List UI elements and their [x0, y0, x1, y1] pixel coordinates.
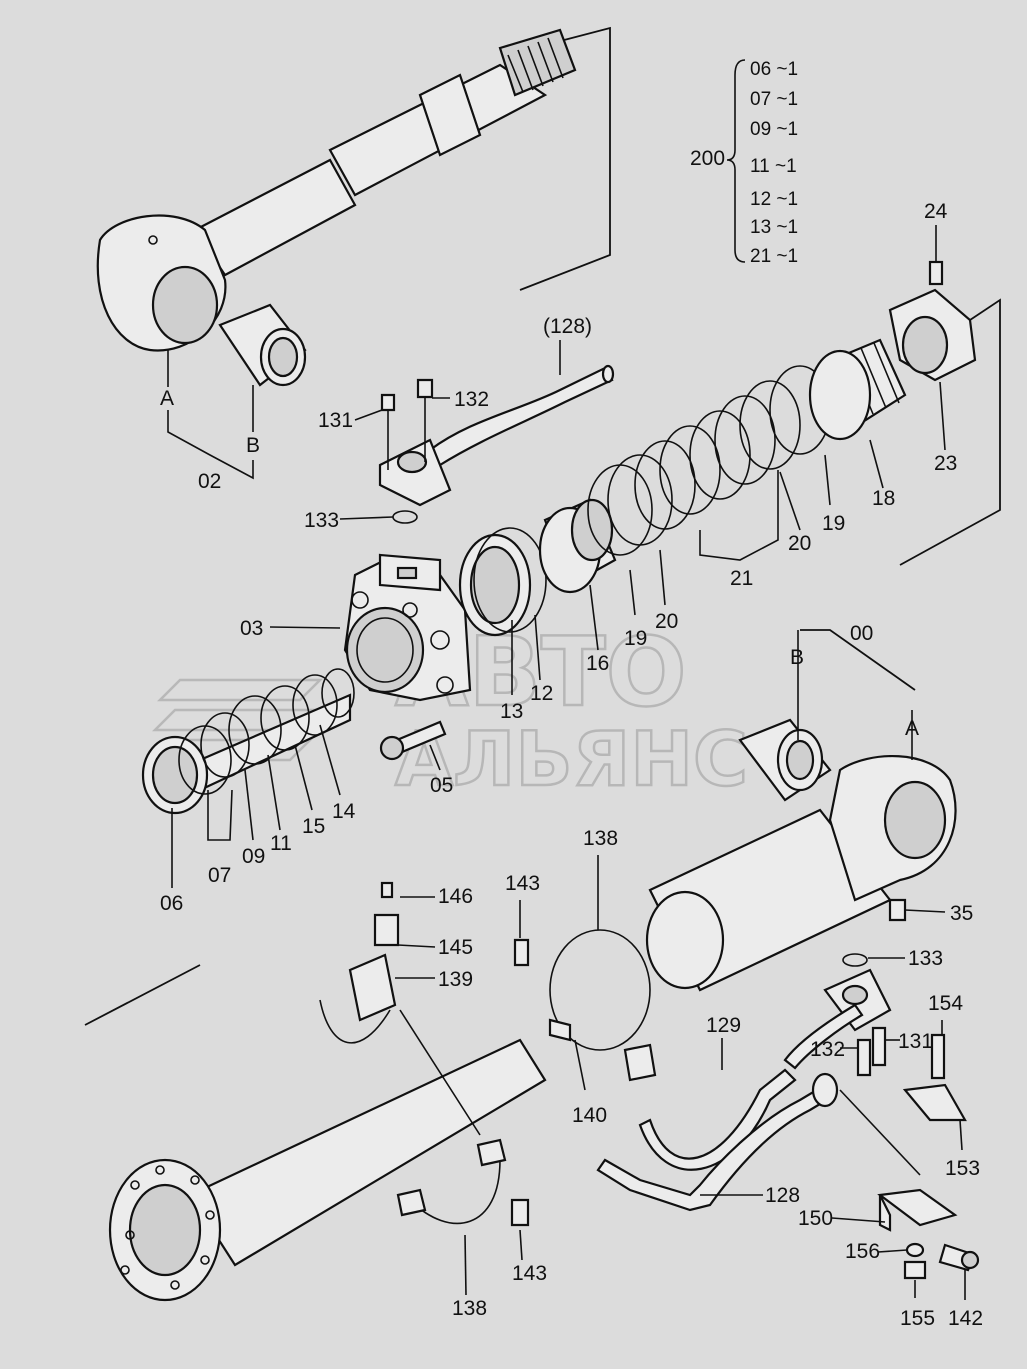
label-145: 145 — [438, 936, 473, 959]
pipe-upper — [378, 364, 615, 524]
label-06: 06 — [160, 892, 183, 915]
label-20-left: 20 — [655, 610, 678, 633]
label-133-right: 133 — [908, 947, 943, 970]
label-B-top: B — [246, 434, 260, 457]
cylinder-head — [343, 553, 472, 761]
label-09: 09 — [242, 845, 265, 868]
clamps-and-brackets — [319, 881, 657, 1227]
label-154: 154 — [928, 992, 963, 1015]
label-20-right: 20 — [788, 532, 811, 555]
label-21: 21 — [730, 567, 753, 590]
label-146: 146 — [438, 885, 473, 908]
label-131-top: 131 — [318, 409, 353, 432]
piston-and-nut — [808, 260, 1001, 566]
seal-kit-group: 200 06 ~1 07 ~1 09 ~1 11 ~1 12 ~1 13 ~1 … — [690, 59, 798, 267]
label-143-bottom: 143 — [512, 1262, 547, 1285]
label-13: 13 — [500, 700, 523, 723]
watermark-line2: АЛЬЯНС — [395, 715, 748, 803]
label-03: 03 — [240, 617, 263, 640]
part-labels: A B 02 (128) 131 132 133 03 13 12 16 19 … — [160, 200, 983, 1330]
label-02: 02 — [198, 470, 221, 493]
kit-item-4: 11 ~1 — [750, 156, 797, 177]
label-131-right: 131 — [898, 1030, 933, 1053]
label-A-top: A — [160, 387, 174, 410]
label-14: 14 — [332, 800, 356, 823]
label-133-top: 133 — [304, 509, 339, 532]
kit-item-6: 13 ~1 — [750, 217, 798, 238]
kit-item-7: 21 ~1 — [750, 246, 798, 267]
label-138-bottom: 138 — [452, 1297, 487, 1320]
label-139: 139 — [438, 968, 473, 991]
label-132-top: 132 — [454, 388, 489, 411]
label-15: 15 — [302, 815, 325, 838]
label-16: 16 — [586, 652, 609, 675]
label-153: 153 — [945, 1157, 980, 1180]
label-07: 07 — [208, 864, 231, 887]
leader-lines — [167, 225, 966, 1300]
label-18: 18 — [872, 487, 895, 510]
label-B-right: B — [790, 646, 804, 669]
kit-item-2: 07 ~1 — [750, 89, 798, 110]
label-35: 35 — [950, 902, 973, 925]
label-A-right: A — [905, 717, 919, 740]
label-150: 150 — [798, 1207, 833, 1230]
label-129: 129 — [706, 1014, 741, 1037]
label-156: 156 — [845, 1240, 880, 1263]
label-19-right: 19 — [822, 512, 845, 535]
label-155: 155 — [900, 1307, 935, 1330]
label-05: 05 — [430, 774, 453, 797]
label-00: 00 — [850, 622, 873, 645]
cylinder-tube-bottom — [84, 964, 547, 1302]
kit-label: 200 — [690, 147, 725, 170]
label-24: 24 — [924, 200, 948, 223]
pipes-lower — [596, 968, 980, 1280]
label-143-top: 143 — [505, 872, 540, 895]
label-142: 142 — [948, 1307, 983, 1330]
piston-rod-assembly — [96, 26, 611, 387]
label-140: 140 — [572, 1104, 607, 1127]
label-132-right: 132 — [810, 1038, 845, 1061]
kit-item-1: 06 ~1 — [750, 59, 798, 80]
label-128-bottom: 128 — [765, 1184, 800, 1207]
seal-stack-left — [141, 668, 355, 815]
kit-item-5: 12 ~1 — [750, 189, 798, 210]
label-11: 11 — [270, 832, 292, 855]
kit-item-3: 09 ~1 — [750, 119, 798, 140]
label-138-top: 138 — [583, 827, 618, 850]
label-12: 12 — [530, 682, 553, 705]
cylinder-tube — [645, 629, 957, 992]
seal-rings-right — [458, 365, 831, 637]
label-128-top: (128) — [543, 315, 592, 338]
label-23: 23 — [934, 452, 957, 475]
label-19-left: 19 — [624, 627, 647, 650]
